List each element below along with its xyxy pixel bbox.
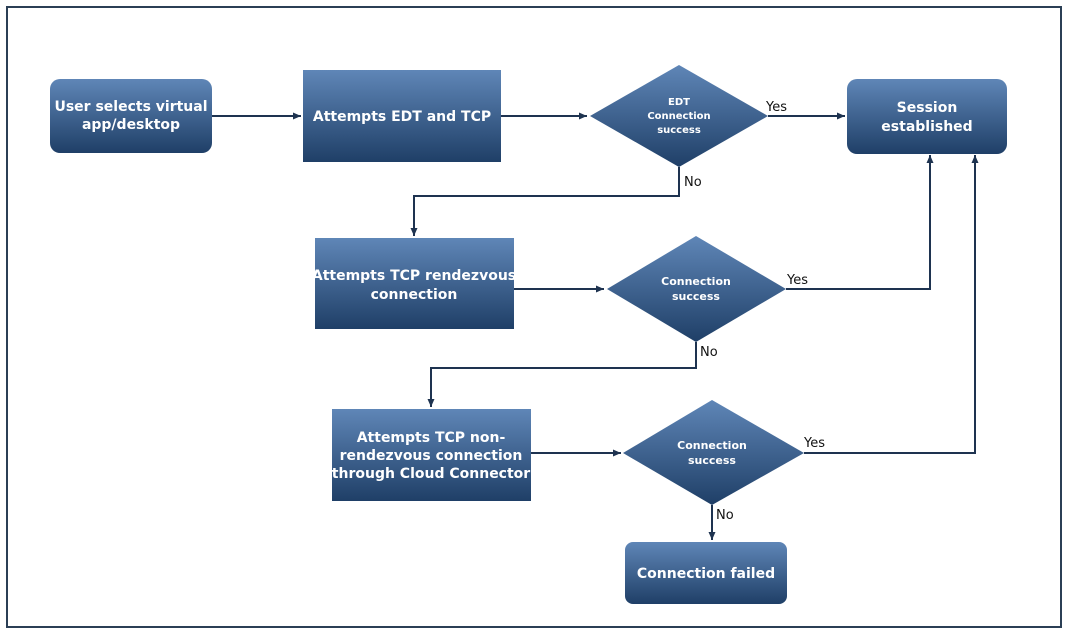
node-edt-decision-line-3: success xyxy=(657,125,701,136)
edge-label-yes-3: Yes xyxy=(803,436,825,451)
edge-decision2-no-to-non-rendezvous xyxy=(427,342,697,407)
node-session-established-line-1: Session xyxy=(897,100,958,116)
node-connection-failed-line-1: Connection failed xyxy=(637,566,775,582)
node-user-selects-line-2: app/desktop xyxy=(82,117,180,133)
node-edt-decision-line-1: EDT xyxy=(668,97,690,108)
edge-decision2-yes-to-session xyxy=(786,155,934,290)
node-decision-2-line-2: success xyxy=(672,290,720,303)
edge-decision1-no-to-rendezvous xyxy=(410,167,680,236)
node-session-established: Session established xyxy=(847,79,1007,154)
node-attempts-edt-tcp: Attempts EDT and TCP xyxy=(303,70,501,162)
node-session-established-line-2: established xyxy=(881,119,972,135)
node-decision-3: Connection success xyxy=(623,400,804,505)
node-decision-3-line-1: Connection xyxy=(677,439,747,452)
node-user-selects-line-1: User selects virtual xyxy=(54,99,207,115)
edge-label-no-2: No xyxy=(700,345,718,360)
node-attempts-tcp-non-rendezvous: Attempts TCP non- rendezvous connection … xyxy=(332,409,531,501)
node-attempts-tcp-non-rendezvous-line-3: through Cloud Connector xyxy=(332,466,530,482)
node-attempts-tcp-non-rendezvous-line-2: rendezvous connection xyxy=(340,448,523,464)
node-connection-failed: Connection failed xyxy=(625,542,787,604)
edge-label-yes-1: Yes xyxy=(765,100,787,115)
node-user-selects: User selects virtual app/desktop xyxy=(50,79,212,153)
edge-label-no-1: No xyxy=(684,175,702,190)
edge-label-no-3: No xyxy=(716,508,734,523)
node-decision-2: Connection success xyxy=(607,236,786,342)
node-attempts-tcp-non-rendezvous-line-1: Attempts TCP non- xyxy=(357,430,506,446)
node-decision-2-line-1: Connection xyxy=(661,275,731,288)
edge-label-yes-2: Yes xyxy=(786,273,808,288)
node-attempts-tcp-rendezvous-line-2: connection xyxy=(371,287,458,303)
node-attempts-tcp-rendezvous-line-1: Attempts TCP rendezvous xyxy=(312,268,516,284)
node-decision-3-line-2: success xyxy=(688,454,736,467)
node-edt-decision-line-2: Connection xyxy=(647,111,710,122)
node-edt-decision: EDT Connection success xyxy=(590,65,768,167)
edge-decision3-yes-to-session xyxy=(804,155,979,454)
diagram-frame xyxy=(6,6,1062,628)
node-attempts-tcp-rendezvous: Attempts TCP rendezvous connection xyxy=(312,238,516,329)
node-attempts-edt-tcp-line-1: Attempts EDT and TCP xyxy=(313,109,491,125)
